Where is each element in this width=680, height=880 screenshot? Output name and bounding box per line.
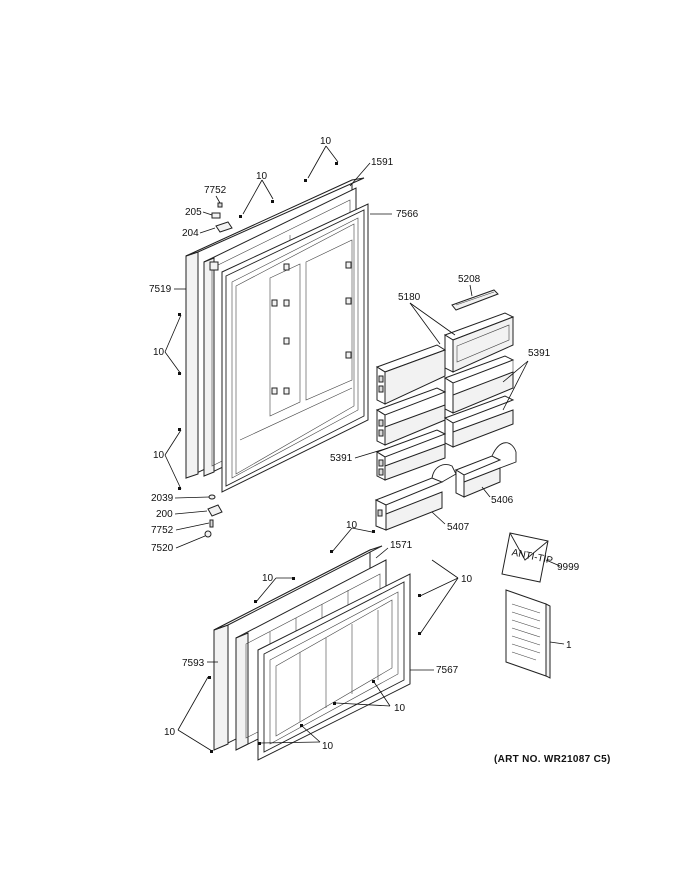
label-screw-left-b: 10 — [153, 450, 165, 461]
label-screw-freezer-mid: 10 — [394, 703, 406, 714]
label-7519: 7519 — [149, 284, 172, 295]
label-screw-freezer-left: 10 — [164, 727, 176, 738]
label-7566: 7566 — [396, 209, 419, 220]
fresh-food-door-assembly — [178, 162, 369, 538]
label-screw-left-a: 10 — [153, 347, 165, 358]
bin-5391-right-upper — [443, 355, 515, 414]
label-1591: 1591 — [371, 157, 394, 168]
label-5391-right: 5391 — [528, 348, 551, 359]
label-7567: 7567 — [436, 665, 459, 676]
label-200: 200 — [156, 509, 173, 520]
label-7752-top: 7752 — [204, 185, 227, 196]
bin-5407 — [374, 464, 457, 531]
label-7520: 7520 — [151, 543, 174, 554]
label-7593: 7593 — [182, 658, 205, 669]
art-number: (ART NO. WR21087 C5) — [494, 754, 611, 765]
bin-5180-left — [375, 344, 447, 405]
label-1: 1 — [566, 640, 572, 651]
callout-labels: 10 1591 10 7752 7566 205 204 7519 10 10 … — [149, 136, 580, 752]
anti-tip-kit: ANTI-TIP — [501, 532, 554, 583]
label-2039: 2039 — [151, 493, 174, 504]
label-205: 205 — [185, 207, 202, 218]
door-bins — [374, 289, 517, 531]
label-5180: 5180 — [398, 292, 421, 303]
screws-freezer — [208, 530, 421, 753]
bin-5406 — [454, 442, 517, 498]
bin-5391-left-lower — [375, 429, 447, 481]
label-204: 204 — [182, 228, 199, 239]
label-5407: 5407 — [447, 522, 470, 533]
label-screw-top-a: 10 — [320, 136, 332, 147]
label-5208: 5208 — [458, 274, 481, 285]
leader-lines — [164, 145, 565, 752]
owners-manual — [505, 589, 551, 679]
label-screw-top-b: 10 — [256, 171, 268, 182]
label-7752-bottom: 7752 — [151, 525, 174, 536]
bin-5391-right-lower — [443, 395, 515, 448]
label-screw-freezer-a: 10 — [262, 573, 274, 584]
label-5406: 5406 — [491, 495, 514, 506]
bin-trim-5208 — [451, 289, 499, 311]
label-5391-left: 5391 — [330, 453, 353, 464]
label-1571: 1571 — [390, 540, 413, 551]
freezer-gasket — [257, 573, 411, 761]
label-screw-freezer-top: 10 — [346, 520, 358, 531]
bottom-hinge-hardware — [204, 494, 223, 538]
bin-5391-left-upper — [375, 387, 447, 446]
top-hinge-hardware — [211, 202, 233, 233]
screws-door-top — [178, 162, 338, 490]
freezer-door-assembly — [208, 530, 421, 761]
liner-clips — [209, 261, 352, 395]
label-9999: 9999 — [557, 562, 580, 573]
label-screw-freezer-bottom: 10 — [322, 741, 334, 752]
door-gasket — [221, 203, 369, 493]
label-screw-freezer-right: 10 — [461, 574, 473, 585]
bin-5180-right — [443, 312, 515, 373]
